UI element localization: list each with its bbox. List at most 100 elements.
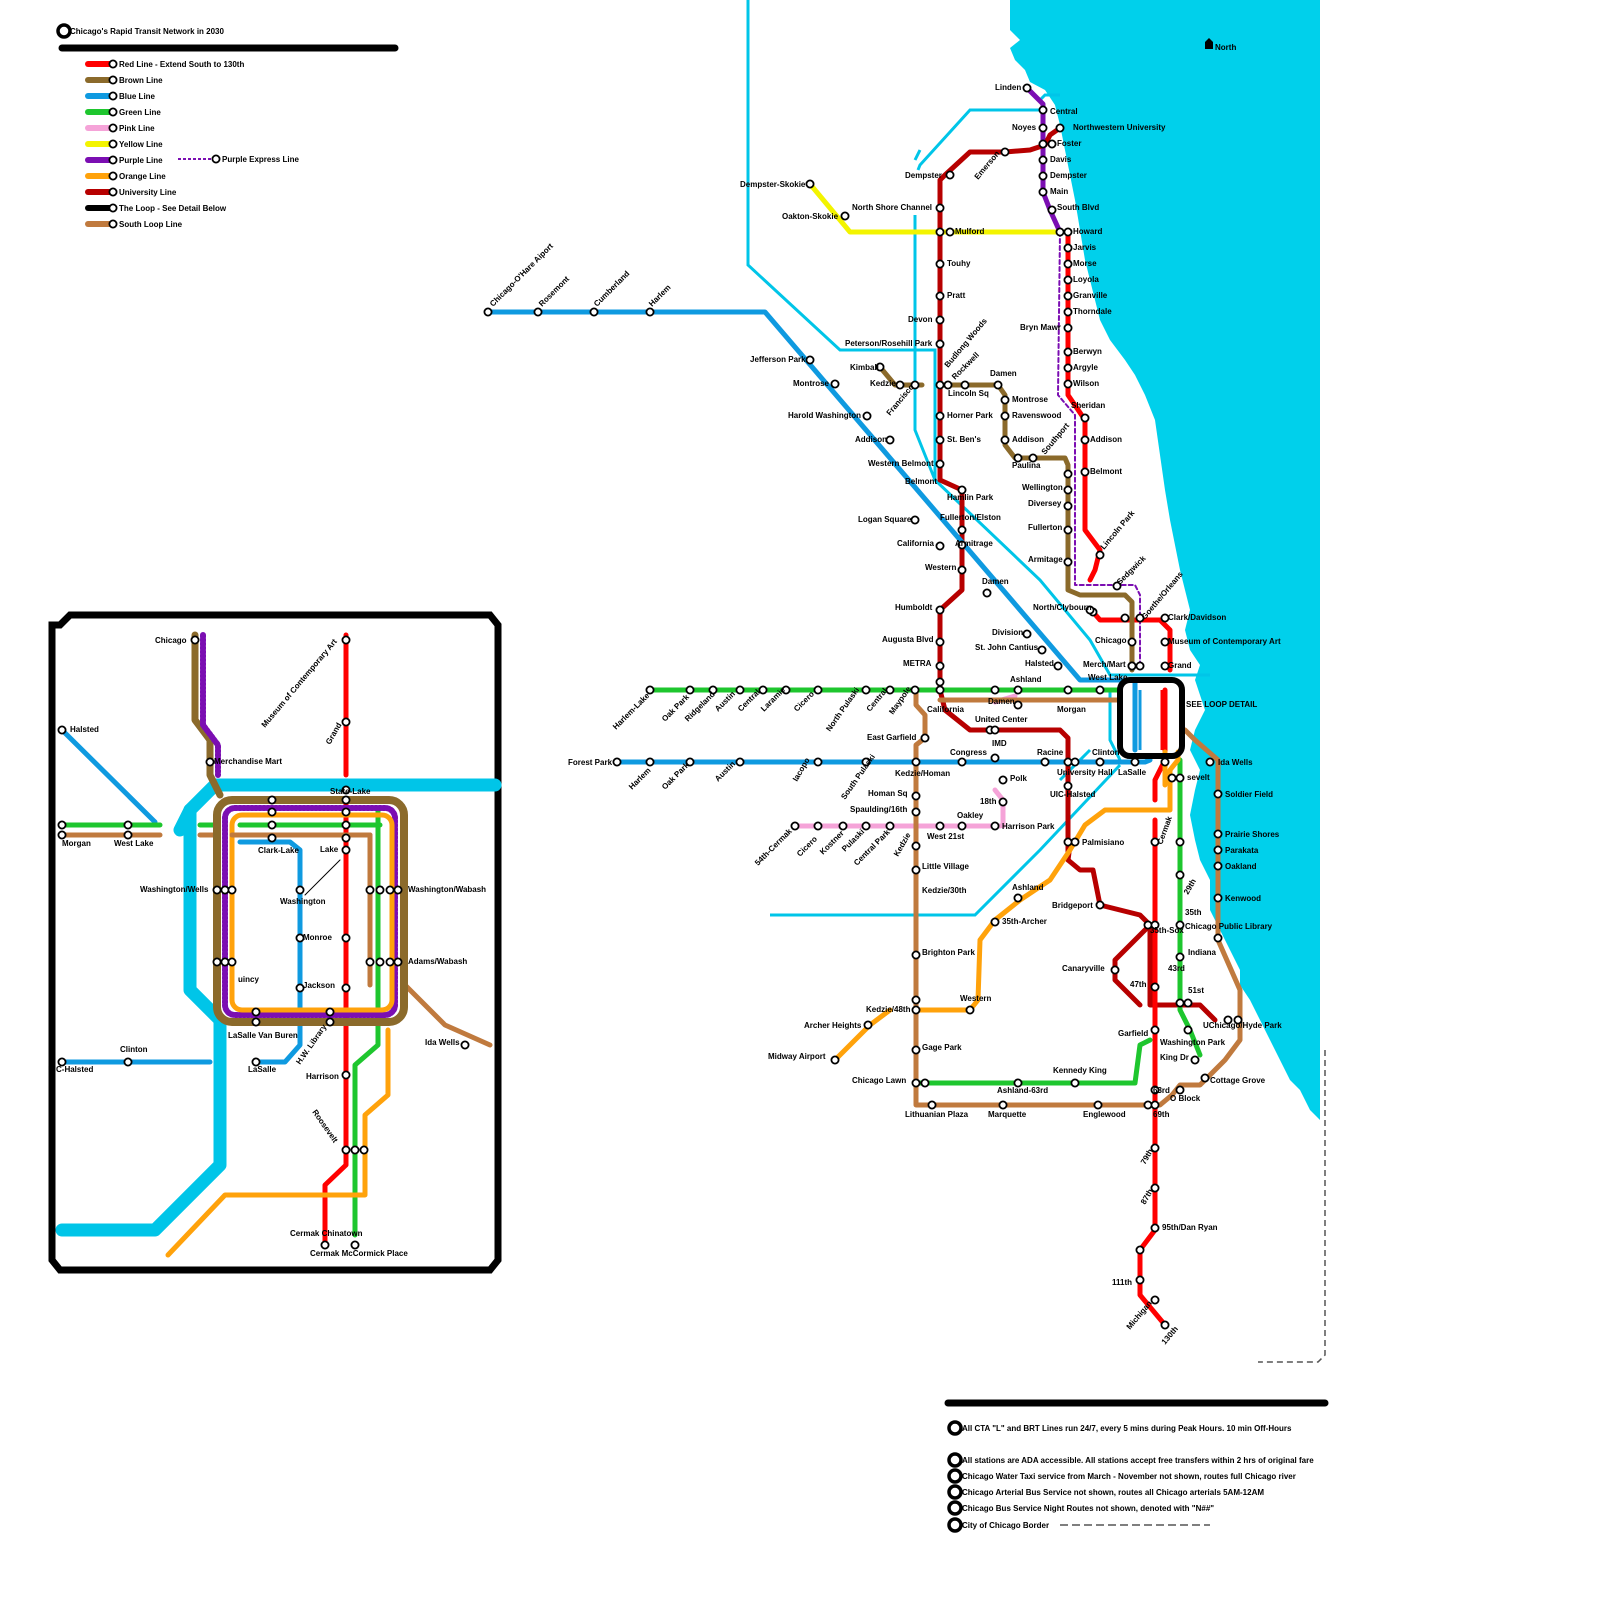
station-east-garfield: East Garfield — [867, 733, 916, 742]
station-belmont-red: Belmont — [1090, 467, 1122, 476]
station-dot — [645, 757, 655, 767]
station-main: Main — [1050, 187, 1068, 196]
loop-box — [1117, 677, 1185, 759]
legend-label: Blue Line — [119, 92, 156, 101]
see-loop-detail: SEE LOOP DETAIL — [1186, 700, 1257, 709]
station-dot — [1040, 757, 1050, 767]
legend-label: The Loop - See Detail Below — [119, 204, 227, 213]
station-dot — [341, 820, 351, 830]
station-harold: Harold Washington — [788, 411, 861, 420]
station-dot — [1160, 661, 1170, 671]
legend-station-dot — [108, 187, 118, 197]
station-washington-park: Washington Park — [1160, 1038, 1226, 1047]
legend-station-dot — [108, 171, 118, 181]
station-ashland-o: Ashland — [1012, 883, 1044, 892]
station-dot — [1063, 379, 1073, 389]
station-dot — [1063, 243, 1073, 253]
station-dot — [251, 1017, 261, 1027]
station-dot — [945, 170, 955, 180]
station-university-hall: University Hall — [1057, 768, 1113, 777]
station-dot — [295, 983, 305, 993]
station-dempster-skokie: Dempster-Skokie — [740, 180, 806, 189]
station-northwestern: Northwestern University — [1073, 123, 1166, 132]
station-dot — [1150, 1085, 1160, 1095]
station-dot — [993, 380, 1003, 390]
station-dot — [365, 885, 375, 895]
station-dot — [460, 1040, 470, 1050]
station-dot — [935, 435, 945, 445]
station-dot — [935, 291, 945, 301]
station-dot — [1028, 453, 1038, 463]
station-43rd: 43rd — [1168, 964, 1185, 973]
station-lasalle: LaSalle — [1118, 768, 1147, 777]
station-wellington: Wellington — [1022, 483, 1063, 492]
station-dot — [1213, 861, 1223, 871]
station-dot — [982, 588, 992, 598]
station-western-u: Western — [925, 563, 957, 572]
inset-washington-wabash: Washington/Wabash — [408, 885, 486, 894]
station-dot — [935, 637, 945, 647]
station-dot — [957, 757, 967, 767]
station-dot — [341, 933, 351, 943]
lake-michigan — [1010, 0, 1320, 1120]
legend: Chicago's Rapid Transit Network in 2030 … — [56, 23, 399, 229]
station-dot — [1013, 453, 1023, 463]
note-bullet — [947, 1420, 963, 1436]
station-dot — [1135, 1245, 1145, 1255]
station-dot — [1175, 837, 1185, 847]
station-dot — [341, 785, 351, 795]
station-dot — [960, 380, 970, 390]
station-dot — [57, 725, 67, 735]
station-pratt: Pratt — [947, 291, 966, 300]
station-dot — [1022, 83, 1032, 93]
station-dot — [911, 995, 921, 1005]
station-dot — [1150, 1223, 1160, 1233]
svg-text:North: North — [1215, 43, 1236, 52]
station-dot — [1223, 1015, 1233, 1025]
station-dempster: Dempster — [1050, 171, 1087, 180]
inset-state-lake: State-Lake — [330, 787, 371, 796]
station-dot — [1063, 275, 1073, 285]
station-dot — [830, 1055, 840, 1065]
station-dot — [375, 957, 385, 967]
note-text: All CTA "L" and BRT Lines run 24/7, ever… — [962, 1424, 1292, 1433]
inset-halsted: Halsted — [70, 725, 99, 734]
station-dot — [1160, 637, 1170, 647]
station-dot — [1150, 1183, 1160, 1193]
station-dot — [1150, 1100, 1160, 1110]
station-dot — [645, 685, 655, 695]
inset-clinton: Clinton — [120, 1045, 148, 1054]
inset-lasalle-vb: LaSalle Van Buren — [228, 1031, 298, 1040]
station-dot — [1085, 605, 1095, 615]
station-touhy: Touhy — [947, 259, 971, 268]
station-dot — [1150, 982, 1160, 992]
station-lithuanian: Lithuanian Plaza — [905, 1110, 969, 1119]
legend-station-dot — [108, 203, 118, 213]
station-south-blvd: South Blvd — [1057, 203, 1099, 212]
station-kennedy-king: Kennedy King — [1053, 1066, 1107, 1075]
station-austin-g: Austin — [713, 689, 737, 713]
station-dot — [895, 380, 905, 390]
station-montrose-br: Montrose — [1012, 395, 1049, 404]
station-sedgwick: Sedgwick — [1115, 554, 1148, 587]
station-dot — [320, 1240, 330, 1250]
station-chicago-lawn: Chicago Lawn — [852, 1076, 906, 1085]
inset-monroe: Monroe — [303, 933, 332, 942]
station-ashland63: Ashland-63rd — [997, 1086, 1048, 1095]
station-california-blue: California — [897, 539, 934, 548]
station-fullerton: Fullerton — [1028, 523, 1062, 532]
station-dot — [911, 841, 921, 851]
station-dot — [885, 435, 895, 445]
station-dot — [359, 1145, 369, 1155]
station-kenwood: Kenwood — [1225, 894, 1261, 903]
station-canaryville: Canaryville — [1062, 964, 1105, 973]
station-95th: 95th/Dan Ryan — [1162, 1223, 1218, 1232]
station-dot — [612, 757, 622, 767]
station-soldier: Soldier Field — [1225, 790, 1273, 799]
station-cpl: Chicago Public Library — [1185, 922, 1273, 931]
station-north-pulaski: North Pulaski — [824, 686, 861, 733]
station-dot — [341, 983, 351, 993]
station-dot — [350, 1240, 360, 1250]
station-69th: 69th — [1153, 1110, 1170, 1119]
station-dot — [1022, 629, 1032, 639]
